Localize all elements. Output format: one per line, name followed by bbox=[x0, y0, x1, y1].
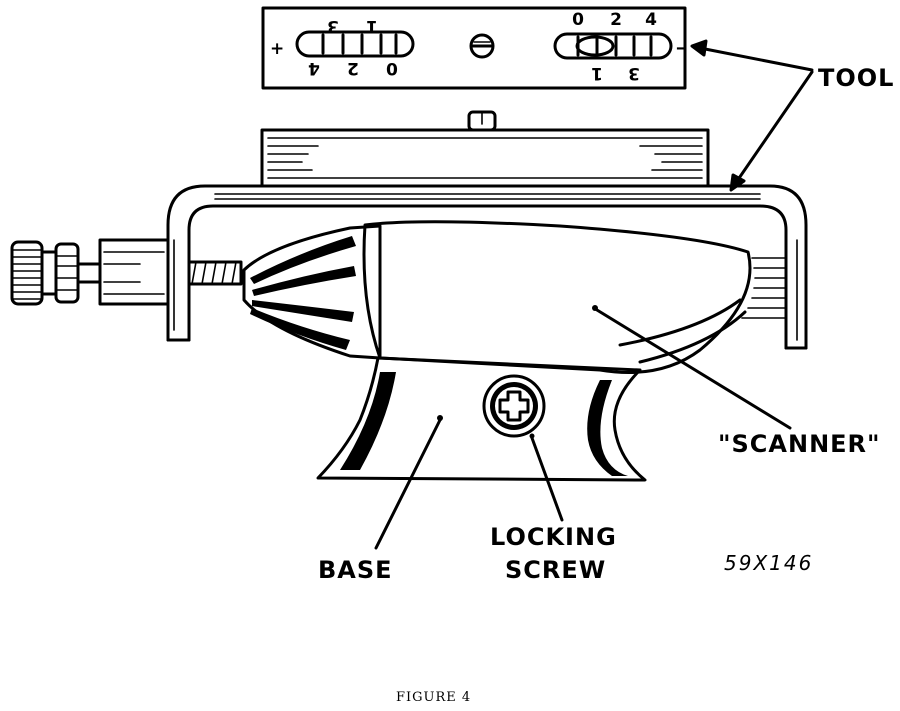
scale-bubble bbox=[575, 35, 615, 57]
figure-caption: FIGURE 4 bbox=[396, 690, 471, 705]
left-scale-num-3: 3 bbox=[327, 16, 339, 36]
minus-sign: – bbox=[676, 38, 685, 58]
right-scale-num-1: 1 bbox=[591, 63, 603, 83]
callout-leaders bbox=[374, 39, 814, 550]
right-scale-num-3: 3 bbox=[628, 63, 640, 83]
frame-nut bbox=[98, 238, 170, 306]
base bbox=[316, 356, 647, 482]
right-scale-num-0: 0 bbox=[572, 10, 584, 30]
left-scale-window bbox=[295, 30, 415, 58]
left-scale-num-1: 1 bbox=[366, 16, 378, 36]
top-block bbox=[260, 110, 710, 188]
top-block-hatching bbox=[267, 137, 703, 179]
label-screw: SCREW bbox=[505, 556, 606, 584]
u-frame bbox=[166, 184, 808, 350]
left-scale: + 3 1 4 2 0 bbox=[270, 16, 415, 78]
locking-screw bbox=[482, 374, 546, 439]
adjusting-screw bbox=[10, 238, 243, 306]
label-base: BASE bbox=[318, 556, 393, 584]
right-scale: – 0 2 4 1 3 bbox=[553, 10, 685, 83]
plus-sign: + bbox=[270, 39, 284, 59]
left-scale-num-0: 0 bbox=[386, 58, 398, 78]
right-scale-num-4: 4 bbox=[645, 10, 657, 30]
scanner-body bbox=[242, 220, 787, 374]
label-locking: LOCKING bbox=[490, 523, 617, 551]
part-number: 59X146 bbox=[724, 551, 813, 575]
base-pointer-dot bbox=[437, 415, 443, 421]
knurled-knob bbox=[10, 240, 44, 306]
right-scale-num-2: 2 bbox=[610, 10, 622, 30]
label-scanner: "SCANNER" bbox=[718, 430, 881, 458]
left-scale-num-2: 2 bbox=[347, 58, 359, 78]
right-scale-window bbox=[553, 32, 673, 60]
top-block-highlight bbox=[310, 142, 630, 174]
scanner-nose-flutes bbox=[250, 236, 356, 350]
gauge-tool: + 3 1 4 2 0 – 0 2 bbox=[261, 6, 687, 90]
left-scale-num-4: 4 bbox=[308, 58, 320, 78]
gauge-plate bbox=[261, 6, 687, 90]
phillips-cross-icon bbox=[498, 390, 530, 422]
gauge-screw bbox=[469, 33, 495, 59]
base-outline bbox=[316, 356, 647, 482]
label-tool: TOOL bbox=[818, 64, 894, 92]
